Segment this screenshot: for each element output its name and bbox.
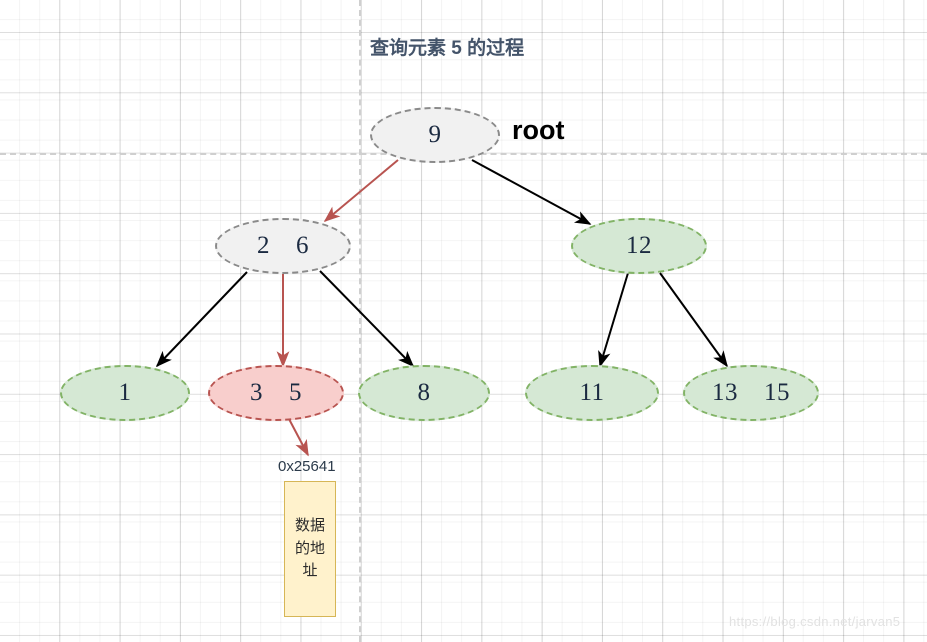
node-value: 1 — [118, 379, 132, 406]
node-values: 1 — [119, 379, 132, 407]
edge-n26-to-n8 — [319, 270, 415, 368]
tree-node-n12: 12 — [571, 218, 707, 274]
edge-n26-to-n1 — [155, 271, 248, 368]
edge-n35-to-memory — [288, 418, 309, 457]
tree-node-n8: 8 — [358, 365, 490, 421]
node-values: 13 15 — [712, 379, 790, 407]
page-break-vertical — [359, 0, 361, 642]
tree-node-n1: 1 — [60, 365, 190, 421]
node-value: 3 — [250, 379, 263, 406]
node-values: 8 — [418, 379, 431, 407]
edge-root-to-n12 — [471, 159, 592, 225]
node-value: 6 — [296, 232, 309, 259]
address-label: 0x25641 — [278, 458, 336, 475]
page-title: 查询元素 5 的过程 — [370, 38, 525, 59]
watermark: https://blog.csdn.net/jarvan5 — [729, 614, 901, 629]
tree-node-n11: 11 — [525, 365, 659, 421]
node-value: 8 — [417, 379, 431, 406]
tree-node-root: 9 — [370, 107, 500, 163]
memory-address-box: 数据的地址 — [284, 481, 336, 617]
node-value: 9 — [428, 121, 442, 148]
node-values: 9 — [429, 121, 442, 149]
node-value: 5 — [289, 379, 302, 406]
edge-root-to-n26 — [323, 159, 399, 223]
edge-n12-to-n11 — [598, 272, 629, 368]
node-value: 2 — [257, 232, 270, 259]
node-value: 11 — [579, 379, 605, 406]
node-value: 15 — [764, 379, 790, 406]
node-value: 12 — [626, 232, 652, 259]
node-value: 13 — [712, 379, 738, 406]
tree-node-n1315: 13 15 — [683, 365, 819, 421]
node-values: 12 — [626, 232, 652, 260]
root-label: root — [512, 115, 565, 145]
edge-n12-to-n1315 — [659, 272, 728, 368]
node-values: 11 — [579, 379, 604, 407]
